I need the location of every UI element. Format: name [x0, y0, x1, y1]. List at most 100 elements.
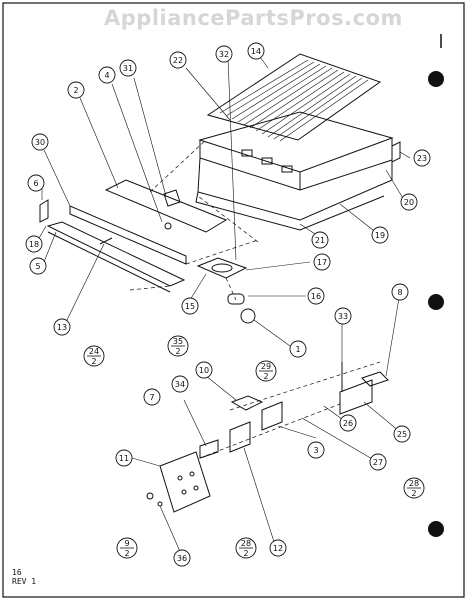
callout-circle [29, 257, 47, 275]
callout-34: 34 [171, 375, 189, 393]
callout-circle [215, 45, 233, 63]
fraction-denominator: 2 [243, 549, 248, 558]
part-2-rail [104, 179, 228, 233]
fraction-callout-9: 92 [116, 537, 138, 559]
callout-11: 11 [115, 449, 133, 467]
callout-label: 30 [35, 138, 45, 147]
callout-label: 22 [173, 56, 183, 65]
fraction-denominator: 2 [91, 357, 96, 366]
fraction-numerator: 28 [241, 539, 251, 548]
callout-label: 5 [35, 262, 40, 271]
callout-circle [413, 149, 431, 167]
assembly-dashed-lines [129, 139, 381, 459]
callout-21: 21 [311, 231, 329, 249]
part-4-screw [164, 222, 172, 230]
callout-circle [67, 81, 85, 99]
callout-circle [119, 59, 137, 77]
fraction-denominator: 2 [124, 549, 129, 558]
diagram-drawing [37, 53, 411, 557]
part-13-line [99, 237, 113, 245]
callout-label: 17 [317, 258, 327, 267]
callout-27: 27 [369, 453, 387, 471]
watermark-text: AppliancePartsPros.com [104, 6, 403, 30]
fraction-numerator: 9 [124, 539, 129, 548]
part-29-bracket [261, 401, 283, 431]
part-19-housing-base [197, 157, 393, 221]
callout-18: 18 [25, 235, 43, 253]
callout-12: 12 [269, 539, 287, 557]
callout-label: 20 [404, 198, 414, 207]
callout-label: 16 [311, 292, 321, 301]
callout-17: 17 [313, 253, 331, 271]
callout-label: 33 [338, 312, 348, 321]
callout-label: 32 [219, 50, 229, 59]
part-21-bottom-rail [195, 191, 385, 231]
callout-2: 2 [67, 81, 85, 99]
callout-7: 7 [143, 388, 161, 406]
callout-label: 7 [149, 393, 154, 402]
callout-label: 2 [73, 86, 78, 95]
callout-25: 25 [393, 425, 411, 443]
part-31-clip [163, 189, 181, 207]
callout-circle [334, 307, 352, 325]
fraction-numerator: 24 [89, 347, 99, 356]
part-6-bracket [39, 199, 49, 223]
callout-circle [313, 253, 331, 271]
part-14-grille-top [206, 53, 382, 141]
callout-label: 25 [397, 430, 407, 439]
part-20-housing-sides [199, 138, 393, 191]
callout-label: 27 [373, 458, 383, 467]
callout-8: 8 [391, 283, 409, 301]
callout-circle [115, 449, 133, 467]
callout-label: 15 [185, 302, 195, 311]
callout-6: 6 [27, 174, 45, 192]
callout-leader-lines [37, 53, 411, 557]
callout-label: 11 [119, 454, 129, 463]
binder-hole-bottom [428, 521, 444, 537]
fraction-numerator: 35 [173, 337, 183, 346]
callout-circle [371, 226, 389, 244]
part-7-clip [199, 439, 219, 459]
callout-19: 19 [371, 226, 389, 244]
part-17-screw [211, 263, 233, 273]
callout-label: 14 [251, 47, 261, 56]
callout-10: 10 [195, 361, 213, 379]
callout-36: 36 [173, 549, 191, 567]
callout-label: 34 [175, 380, 185, 389]
part-25-housing [339, 379, 373, 415]
callout-circle [195, 361, 213, 379]
callout-1: 1 [289, 340, 307, 358]
callout-4: 4 [98, 66, 116, 84]
callout-label: 19 [375, 231, 385, 240]
callout-circle [289, 340, 307, 358]
part-10-clip [230, 395, 264, 411]
part-34-bracket [229, 421, 251, 453]
callout-circle [173, 549, 191, 567]
part-5-lower-rail [46, 221, 186, 287]
callout-label: 18 [29, 240, 39, 249]
callout-label: 8 [397, 288, 402, 297]
fraction-numerator: 28 [409, 479, 419, 488]
fraction-denominator: 2 [411, 489, 416, 498]
part-16-knob [227, 293, 245, 305]
callout-22: 22 [169, 51, 187, 69]
callout-14: 14 [247, 42, 265, 60]
callout-label: 26 [343, 419, 353, 428]
callout-circle [369, 453, 387, 471]
callout-label: 21 [315, 236, 325, 245]
callout-label: 3 [313, 446, 318, 455]
callout-circle [143, 388, 161, 406]
callout-5: 5 [29, 257, 47, 275]
callout-circle [25, 235, 43, 253]
callout-circle [247, 42, 265, 60]
callout-circle [169, 51, 187, 69]
callout-circle [181, 297, 199, 315]
callout-20: 20 [400, 193, 418, 211]
callout-32: 32 [215, 45, 233, 63]
fraction-numerator: 29 [261, 362, 271, 371]
callout-label: 23 [417, 154, 427, 163]
